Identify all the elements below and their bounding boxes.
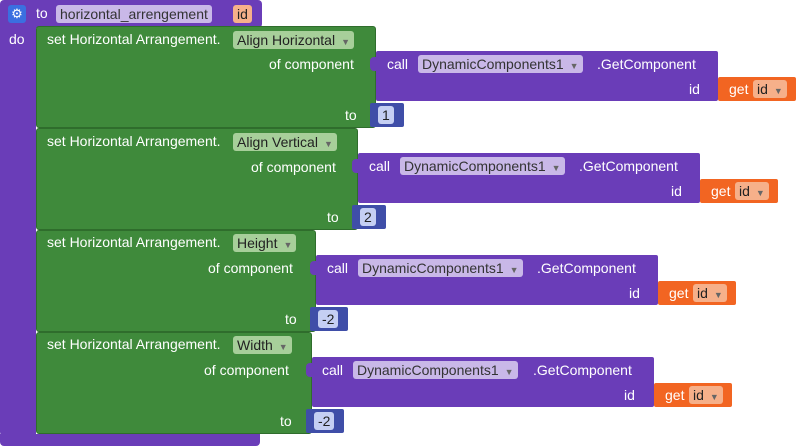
id-label: id xyxy=(629,285,640,301)
to-label: to xyxy=(345,107,357,123)
get-label: get xyxy=(711,183,731,199)
component-name: DynamicComponents1 xyxy=(422,56,564,72)
id-label: id xyxy=(671,183,682,199)
set-label: set Horizontal Arrangement. xyxy=(47,133,221,149)
get-label: get xyxy=(665,387,685,403)
dropdown-arrow-icon: ▼ xyxy=(713,290,723,300)
get-var-dropdown[interactable]: id ▼ xyxy=(735,182,769,200)
call-label: call xyxy=(327,260,349,276)
number-value[interactable]: -2 xyxy=(314,412,335,430)
property-dropdown-width[interactable]: Width ▼ xyxy=(233,336,292,354)
id-label: id xyxy=(689,81,700,97)
get-label: get xyxy=(669,285,689,301)
of-component-label: of component xyxy=(251,159,336,175)
call-label: call xyxy=(387,56,409,72)
id-label: id xyxy=(624,387,635,403)
dropdown-arrow-icon: ▼ xyxy=(504,367,514,377)
property-dropdown-height[interactable]: Height ▼ xyxy=(233,234,297,252)
property-label: Align Vertical xyxy=(237,134,318,150)
get-var-dropdown[interactable]: id ▼ xyxy=(689,386,723,404)
method-label: .GetComponent xyxy=(579,158,678,174)
number-value[interactable]: 1 xyxy=(378,106,394,124)
procedure-do-label: do xyxy=(9,31,25,47)
property-label: Align Horizontal xyxy=(237,32,336,48)
call-label: call xyxy=(322,362,344,378)
set-label: set Horizontal Arrangement. xyxy=(47,234,221,250)
get-var-dropdown[interactable]: id ▼ xyxy=(753,80,787,98)
to-label: to xyxy=(285,311,297,327)
to-label: to xyxy=(280,413,292,429)
property-dropdown-align-vertical[interactable]: Align Vertical ▼ xyxy=(233,133,337,151)
dropdown-arrow-icon: ▼ xyxy=(551,163,561,173)
to-label: to xyxy=(327,209,339,225)
dropdown-arrow-icon: ▼ xyxy=(709,392,719,402)
set-label: set Horizontal Arrangement. xyxy=(47,336,221,352)
get-var-name: id xyxy=(693,387,704,403)
dropdown-arrow-icon: ▼ xyxy=(341,37,350,47)
component-dropdown[interactable]: DynamicComponents1 ▼ xyxy=(353,361,518,379)
component-dropdown[interactable]: DynamicComponents1 ▼ xyxy=(418,55,583,73)
get-label: get xyxy=(729,81,749,97)
of-component-label: of component xyxy=(269,56,354,72)
procedure-footer xyxy=(0,434,260,446)
method-label: .GetComponent xyxy=(597,56,696,72)
number-value[interactable]: 2 xyxy=(360,208,376,226)
of-component-label: of component xyxy=(204,362,289,378)
socket-connector xyxy=(352,159,358,173)
procedure-body xyxy=(0,24,36,436)
set-block-height[interactable] xyxy=(36,230,316,332)
socket-connector xyxy=(306,363,312,377)
call-label: call xyxy=(369,158,391,174)
procedure-name-field[interactable]: horizontal_arrengement xyxy=(56,5,212,23)
procedure-param-field[interactable]: id xyxy=(233,5,252,23)
number-value[interactable]: -2 xyxy=(318,310,339,328)
component-dropdown[interactable]: DynamicComponents1 ▼ xyxy=(400,157,565,175)
get-var-dropdown[interactable]: id ▼ xyxy=(693,284,727,302)
socket-connector xyxy=(370,57,376,71)
dropdown-arrow-icon: ▼ xyxy=(509,265,519,275)
property-label: Height xyxy=(237,235,278,251)
dropdown-arrow-icon: ▼ xyxy=(755,188,765,198)
dropdown-arrow-icon: ▼ xyxy=(773,86,783,96)
component-dropdown[interactable]: DynamicComponents1 ▼ xyxy=(358,259,523,277)
property-dropdown-align-horizontal[interactable]: Align Horizontal ▼ xyxy=(233,31,354,49)
component-name: DynamicComponents1 xyxy=(404,158,546,174)
procedure-to-label: to xyxy=(36,5,48,21)
of-component-label: of component xyxy=(208,260,293,276)
get-var-name: id xyxy=(697,285,708,301)
dropdown-arrow-icon: ▼ xyxy=(283,240,293,250)
set-label: set Horizontal Arrangement. xyxy=(47,31,221,47)
dropdown-arrow-icon: ▼ xyxy=(278,342,288,352)
method-label: .GetComponent xyxy=(533,362,632,378)
method-label: .GetComponent xyxy=(537,260,636,276)
gear-icon[interactable]: ⚙ xyxy=(8,5,26,23)
get-var-name: id xyxy=(739,183,750,199)
dropdown-arrow-icon: ▼ xyxy=(323,139,333,149)
get-var-name: id xyxy=(757,81,768,97)
component-name: DynamicComponents1 xyxy=(362,260,504,276)
property-label: Width xyxy=(237,337,273,353)
dropdown-arrow-icon: ▼ xyxy=(569,61,579,71)
socket-connector xyxy=(310,261,316,275)
component-name: DynamicComponents1 xyxy=(357,362,499,378)
